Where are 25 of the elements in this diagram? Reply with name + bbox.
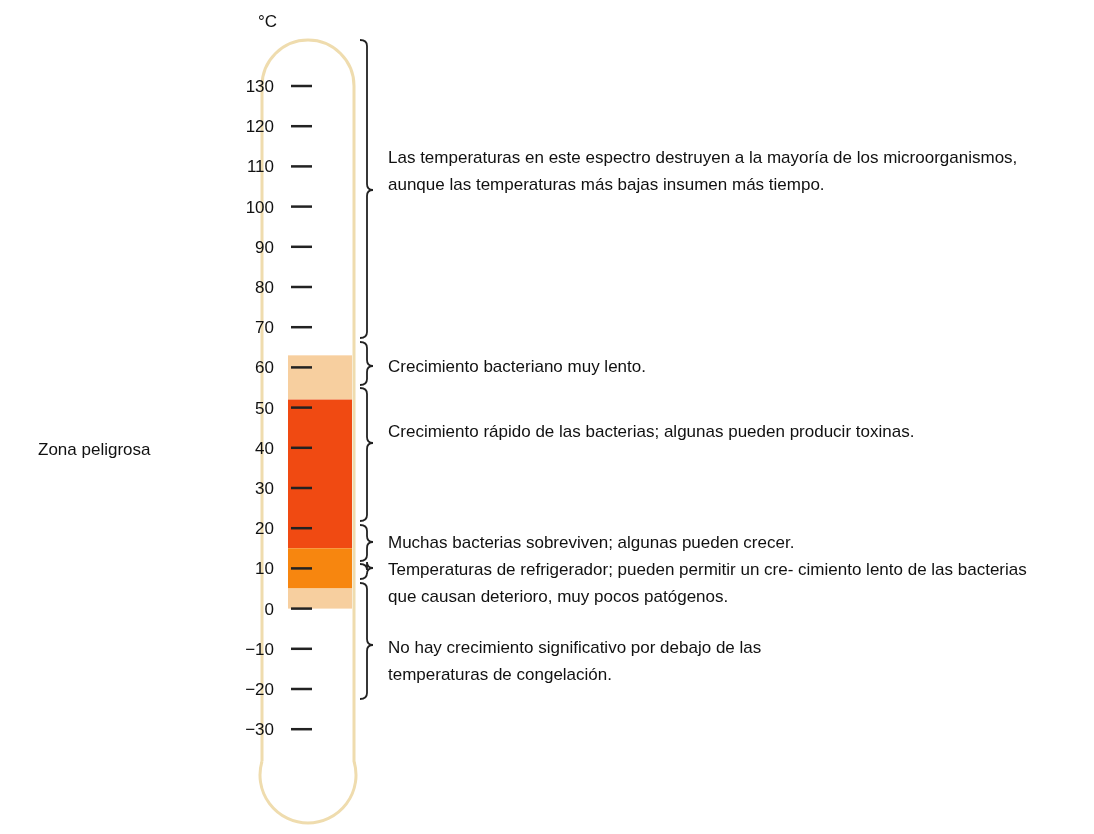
tick-label: −10	[244, 638, 274, 661]
tick-label: −30	[244, 719, 274, 742]
tick-label: 100	[244, 196, 274, 219]
description-text: Crecimiento rápido de las bacterias; algunas pueden producir toxinas.	[388, 421, 915, 443]
tick-label: 80	[254, 277, 274, 299]
tick-label: 10	[254, 558, 274, 581]
tick-label: 30	[254, 478, 274, 500]
description-text: Crecimiento bacteriano muy lento.	[388, 356, 646, 378]
tick-label: 90	[254, 236, 274, 259]
description-text: Temperaturas de refrigerador; pueden permitir un cre- cimiento lento de las bacterias que causan deterioro, muy pocos patógenos.	[388, 559, 1028, 608]
description-text: Muchas bacterias sobreviven; algunas pueden crecer.	[388, 532, 795, 554]
unit-label: °C	[258, 11, 278, 33]
description-text: Las temperaturas en este espectro destruyen a la mayoría de los microorganismos, aunque las temperaturas más bajas insumen más tiempo.	[388, 147, 1019, 196]
tick-label: 60	[254, 357, 274, 380]
tick-label: 20	[254, 518, 274, 541]
tick-label: 70	[254, 317, 274, 340]
tick-label: 40	[254, 437, 274, 460]
zone-label: Zona peligrosa	[38, 439, 151, 461]
tick-label: −20	[244, 679, 274, 701]
tick-label: 130	[244, 76, 274, 98]
tick-label: 0	[263, 598, 274, 621]
description-text: No hay crecimiento significativo por debajo de las temperaturas de congelación.	[388, 637, 763, 686]
tick-label: 120	[244, 116, 274, 139]
tick-label: 110	[245, 156, 274, 179]
tick-label: 50	[254, 397, 274, 420]
